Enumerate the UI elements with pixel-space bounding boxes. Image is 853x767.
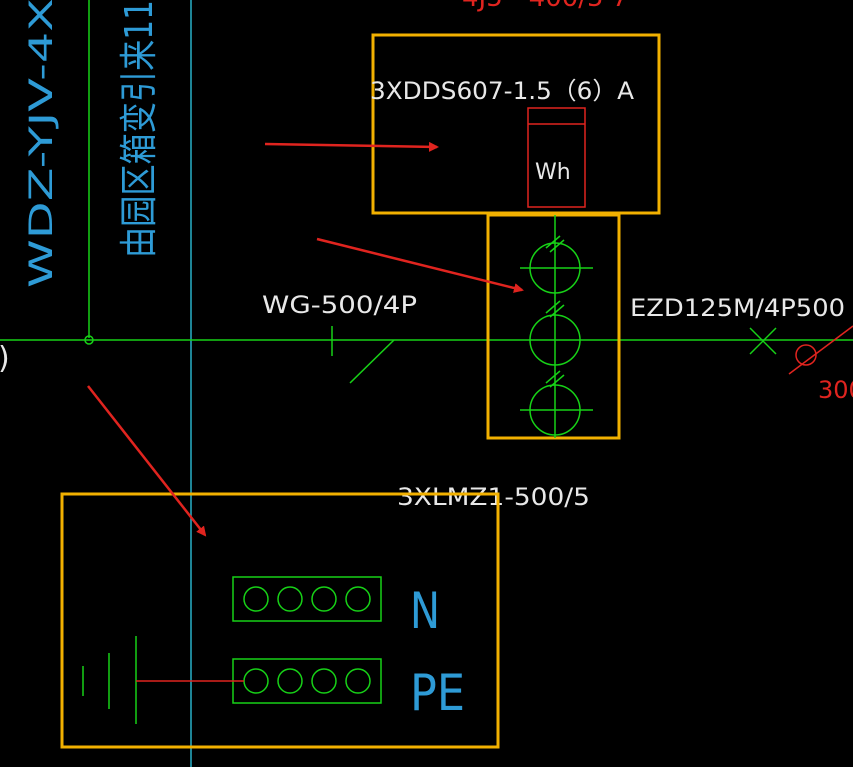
ct-frame xyxy=(486,213,621,440)
breaker-label: EZD125M/4P500 xyxy=(630,294,845,322)
ct-label: 3XLMZ1-500/5 xyxy=(397,483,590,511)
left-partial-label: ) xyxy=(0,341,10,376)
bus-pe-label: PE xyxy=(410,664,465,722)
meter-model-label: 3XDDS607-1.5（6）A xyxy=(370,77,635,105)
cable-vertical-label-2: 由园区箱变引来11 xyxy=(117,0,161,258)
right-partial-label: 300 xyxy=(818,376,853,404)
terminal-frame xyxy=(60,492,500,749)
circuit-breaker-icon xyxy=(749,327,777,355)
annotation-arrow-ct xyxy=(316,237,524,293)
watt-hour-meter-icon xyxy=(527,107,586,208)
current-transformer-icon xyxy=(520,215,593,438)
bus-n-label: N xyxy=(410,582,440,640)
switch-label: WG-500/4P xyxy=(262,291,417,319)
annotation-arrow-meter xyxy=(264,141,439,152)
red-breaker-symbol xyxy=(788,325,853,375)
meter-frame xyxy=(371,33,661,215)
top-partial-label: 4J5 - 400/5 7 xyxy=(462,0,628,13)
n-bus-bar-icon xyxy=(232,576,382,622)
ground-symbol-icon xyxy=(82,636,137,724)
meter-unit-label: Wh xyxy=(535,160,571,185)
annotation-arrow-terminal xyxy=(87,385,207,537)
cable-vertical-label: WDZ-YJV-4X xyxy=(22,0,60,288)
isolating-switch-icon xyxy=(331,326,395,384)
junction-dot xyxy=(84,335,94,345)
